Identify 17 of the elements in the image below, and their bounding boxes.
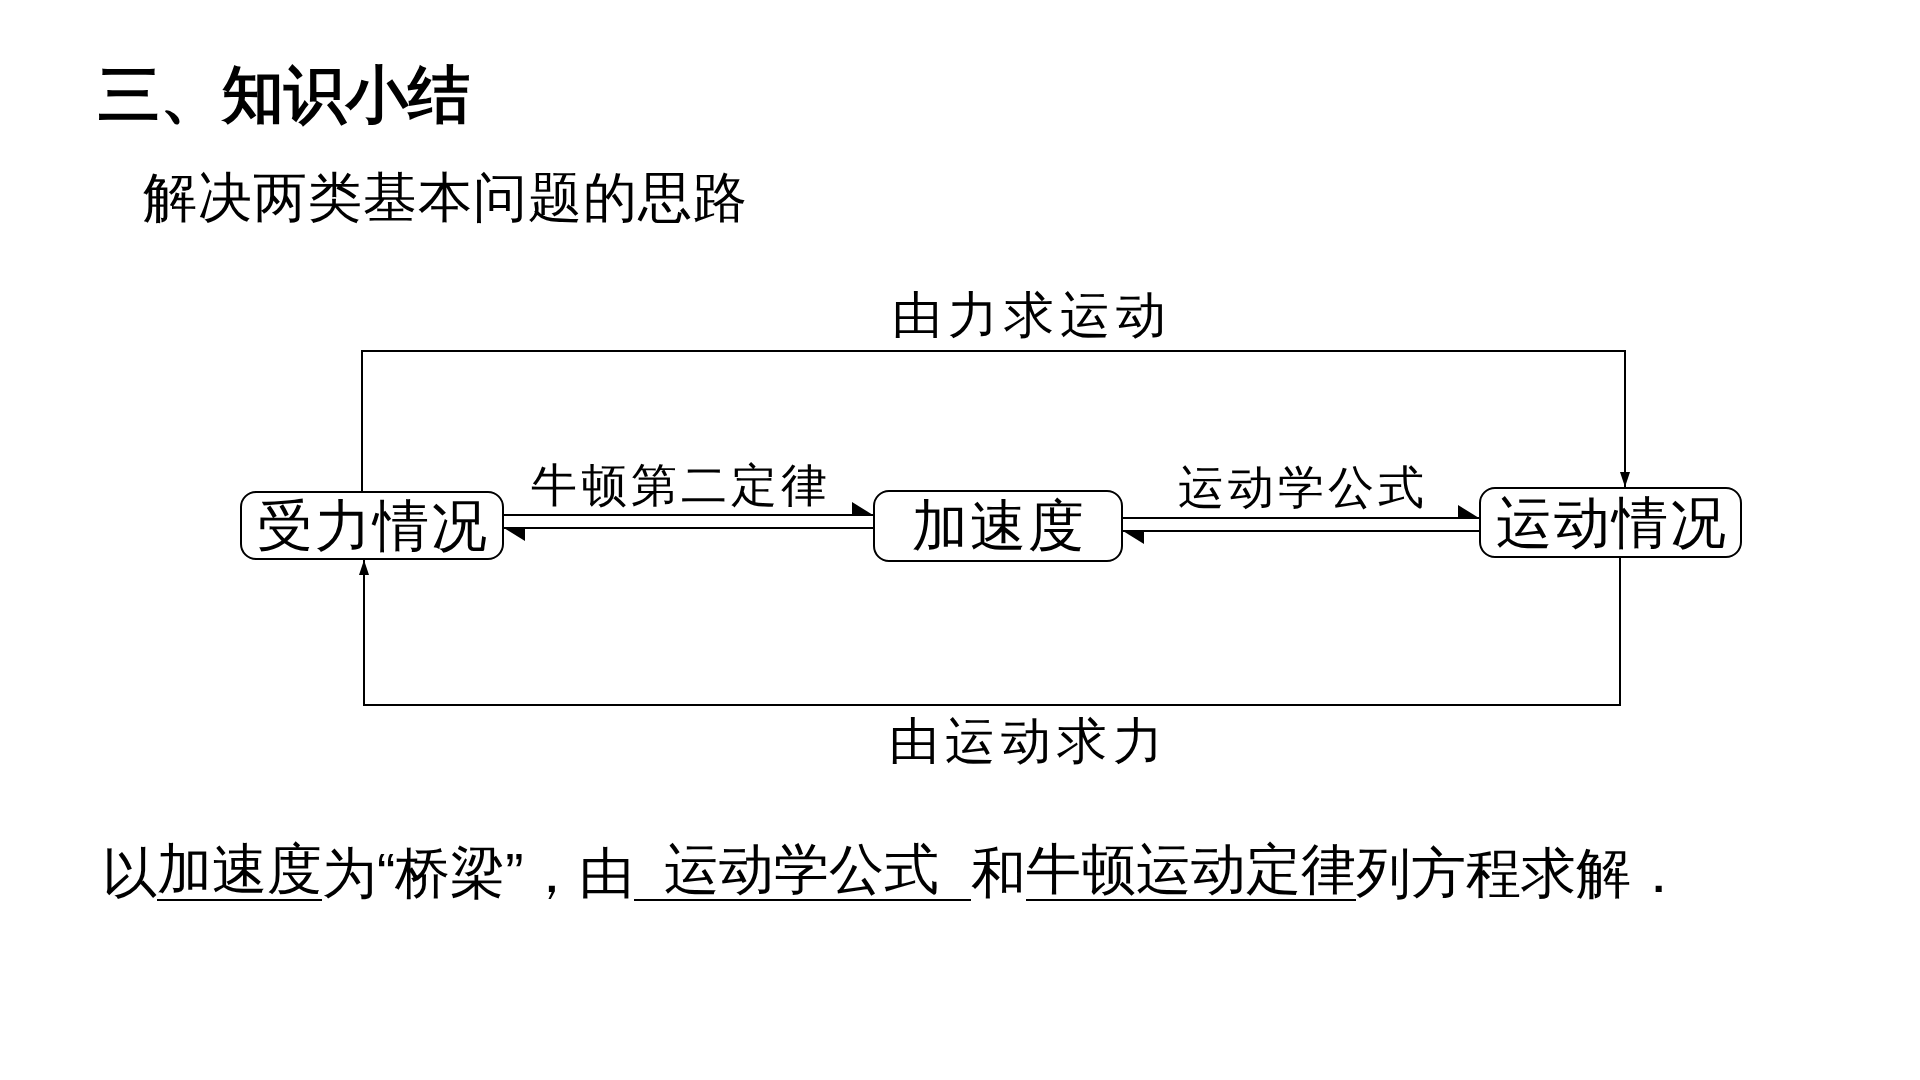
sentence-text: 列方程求解． xyxy=(1355,846,1686,901)
fill-in-line: 运动学公式 xyxy=(633,842,971,901)
fill-in-line: 加速度 xyxy=(157,842,322,901)
rounded-box: 加速度 xyxy=(873,490,1123,562)
arrow xyxy=(503,502,874,516)
rounded-box: 运动情况 xyxy=(1479,487,1742,558)
sentence-text: 以 xyxy=(102,846,157,901)
fill-in-line: 牛顿运动定律 xyxy=(1025,842,1356,901)
sentence-text: 和 xyxy=(970,846,1026,901)
arrow xyxy=(359,557,1621,706)
arrow xyxy=(1122,505,1480,519)
arrow xyxy=(1122,530,1480,544)
rounded-box: 受力情况 xyxy=(240,491,504,560)
arrow xyxy=(503,527,874,541)
heading: 三、知识小结 xyxy=(98,64,470,126)
subheading: 解决两类基本问题的思路 xyxy=(143,170,748,224)
sentence-text: 为“桥梁”，由 xyxy=(322,846,634,901)
